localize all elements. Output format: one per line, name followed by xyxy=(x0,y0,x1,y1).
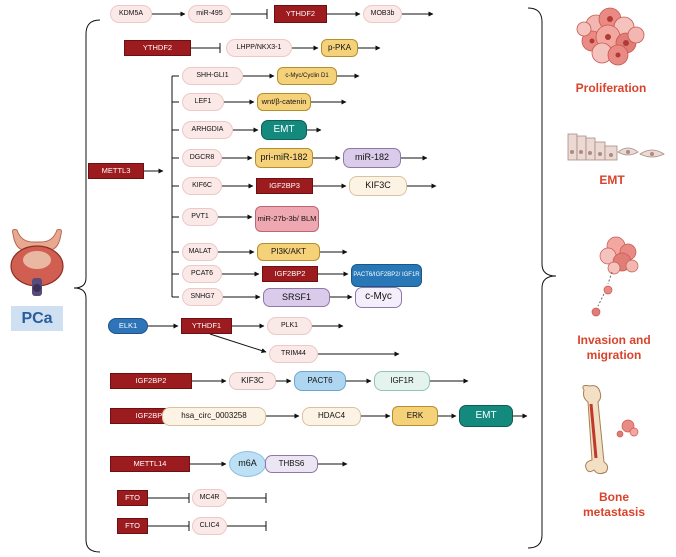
femur-bone-icon xyxy=(582,385,639,475)
wnt-betacatenin-node: wnt/β-catenin xyxy=(257,93,311,111)
ppka-node: p-PKA xyxy=(321,39,358,57)
snhg7-node: SNHG7 xyxy=(182,288,223,306)
kif6c-node: KIF6C xyxy=(182,177,222,195)
kif3c-node-mettl3: KIF3C xyxy=(349,176,407,196)
plk1-node: PLK1 xyxy=(267,317,312,335)
outcome-bone-line1: Bone xyxy=(599,490,629,504)
pcat6-node: PCAT6 xyxy=(182,265,222,283)
m6a-node: m6A xyxy=(229,451,266,477)
pca-label: PCa xyxy=(11,306,63,331)
malat-node: MALAT xyxy=(182,243,218,261)
cmyc-node: c-Myc xyxy=(355,287,402,308)
outcome-bone-line2: metastasis xyxy=(582,505,646,519)
tumor-cluster-icon xyxy=(576,7,645,66)
ythdf2-node: YTHDF2 xyxy=(274,5,327,23)
erk-node: ERK xyxy=(392,406,438,426)
kif3c-node: KIF3C xyxy=(229,372,276,390)
prostate-organ-icon xyxy=(10,229,64,296)
mir27b-blm-node: miR-27b-3b/ BLM xyxy=(255,206,319,232)
pi3k-akt-node: PI3K/AKT xyxy=(257,243,320,261)
ythdf1-node: YTHDF1 xyxy=(181,318,232,334)
mc4r-node: MC4R xyxy=(192,489,227,507)
epithelial-cells-icon xyxy=(567,133,665,161)
shh-gli1-node: SHH-GLI1 xyxy=(182,67,243,85)
emt-node: EMT xyxy=(459,405,513,427)
pri-mir182-node: pri-miR-182 xyxy=(255,148,313,168)
pvt1-node: PVT1 xyxy=(182,208,218,226)
igf1r-node: IGF1R xyxy=(374,371,430,391)
igf2bp2-node: IGF2BP2 xyxy=(110,373,192,389)
outcome-proliferation: Proliferation xyxy=(575,81,647,95)
hdac4-node: HDAC4 xyxy=(302,407,361,426)
elk1-node: ELK1 xyxy=(108,318,148,334)
kdm5a-node: KDM5A xyxy=(110,5,152,23)
thbs6-node: THBS6 xyxy=(265,455,318,473)
mir182-node: miR-182 xyxy=(343,148,401,168)
emt-node-mettl3: EMT xyxy=(261,120,307,140)
outcome-emt: EMT xyxy=(599,173,625,187)
pact6-igf2bp2-igf1r-node: PACT6/IGF2BP2/ IGF1R xyxy=(351,264,422,287)
clic4-node: CLIC4 xyxy=(192,517,227,535)
pact6-node: PACT6 xyxy=(294,371,346,391)
outcome-invasion-line2: migration xyxy=(586,348,642,362)
arhgdia-node: ARHGDIA xyxy=(182,121,233,139)
lhpp-node: LHPP/NKX3-1 xyxy=(226,39,292,57)
hsa-circ-node: hsa_circ_0003258 xyxy=(162,407,266,426)
srsf1-node: SRSF1 xyxy=(263,288,330,307)
outcome-invasion-line1: Invasion and xyxy=(577,333,651,347)
trim44-node: TRIM44 xyxy=(269,345,318,363)
mob3b-node: MOB3b xyxy=(363,5,402,23)
right-brace xyxy=(527,7,557,549)
fto-node-2: FTO xyxy=(117,518,148,534)
fto-node-1: FTO xyxy=(117,490,148,506)
igf2bp2-node-mettl3: IGF2BP2 xyxy=(262,266,318,282)
dgcr8-node: DGCR8 xyxy=(182,149,222,167)
ythdf2-regulator-node: YTHDF2 xyxy=(124,40,191,56)
mettl14-node: METTL14 xyxy=(110,456,190,472)
mir495-node: miR-495 xyxy=(188,5,231,23)
cmyc-cyclind1-node: c-Myc/Cyclin D1 xyxy=(277,67,337,85)
invading-cells-icon xyxy=(591,236,639,317)
igf2bp3-node-mettl3: IGF2BP3 xyxy=(256,178,313,194)
mettl3-node: METTL3 xyxy=(88,163,144,179)
lef1-node: LEF1 xyxy=(182,93,224,111)
left-brace xyxy=(73,19,101,553)
